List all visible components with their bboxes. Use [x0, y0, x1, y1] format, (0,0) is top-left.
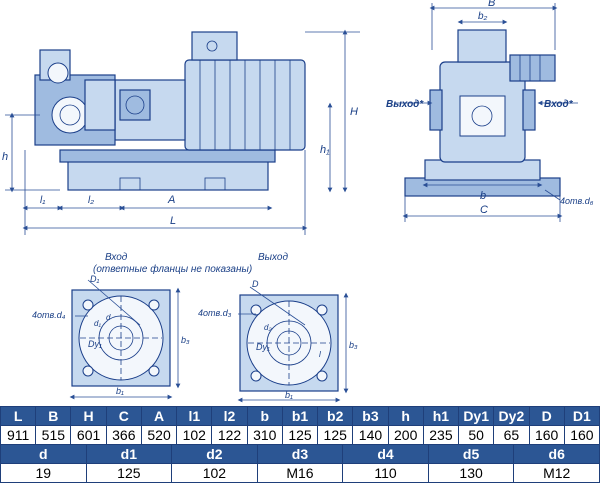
table1-header-cell: H: [70, 406, 107, 426]
table1-header-cell: D1: [563, 406, 600, 426]
label-d2: d₂: [264, 323, 272, 332]
table1-value-cell: 65: [493, 425, 530, 445]
table1-header-cell: b: [246, 406, 283, 426]
table2-header-cell: d: [0, 444, 87, 464]
table1-header-cell: D: [528, 406, 565, 426]
table1-header-cell: b1: [281, 406, 319, 426]
table1-value-cell: 601: [70, 425, 107, 445]
label-l1: l₁: [40, 195, 45, 206]
inlet-flange-view: Вход (ответные фланцы не показаны) D₁ 4о…: [32, 252, 252, 400]
outlet-flange-view: Выход D 4отв.d₃ Dy₁ d₂ l b₃ b₁: [198, 252, 358, 403]
label-d: d: [106, 313, 111, 322]
label-B: B: [488, 0, 495, 9]
table1-header-cell: h1: [422, 406, 460, 426]
table2-value-cell: M16: [256, 463, 344, 483]
side-view: H h₁ h l₁ l₂ A L: [2, 29, 360, 235]
label-h: h: [2, 151, 8, 163]
table2-value-cell: 19: [0, 463, 87, 483]
label-Dy1: Dy₁: [88, 339, 102, 349]
table2-header-cell: d2: [171, 444, 258, 464]
label-b: b: [480, 190, 486, 202]
table1-value-cell: 50: [458, 425, 495, 445]
label-h1: h₁: [320, 144, 330, 156]
table1-value-cell: 366: [105, 425, 142, 445]
table1-header-cell: l2: [211, 406, 248, 426]
label-l2: l₂: [88, 195, 94, 206]
table1-header-cell: b2: [317, 406, 354, 426]
table1-header-cell: Dy1: [458, 406, 495, 426]
label-H: H: [350, 106, 358, 118]
table2-value-cell: 110: [342, 463, 429, 483]
label-b2: b₂: [478, 11, 488, 22]
label-holes-d6: 4отв.d₆: [560, 196, 594, 206]
table1-value-cell: 520: [140, 425, 178, 445]
label-holes-d3: 4отв.d₃: [198, 308, 232, 318]
table1-header-cell: A: [140, 406, 178, 426]
table1-header-cell: Dy2: [493, 406, 530, 426]
label-C: C: [480, 204, 488, 216]
table1-value-cell: 515: [35, 425, 72, 445]
table1-value-cell: 125: [281, 425, 319, 445]
table1-value-cell: 122: [211, 425, 248, 445]
table2-header-cell: d6: [513, 444, 600, 464]
label-Dy2: Dy₁: [256, 342, 270, 352]
label-b1-outlet: b₁: [285, 390, 293, 400]
pump-assembly-drawing: H h₁ h l₁ l₂ A L: [2, 0, 594, 403]
table1-header-cell: l1: [176, 406, 213, 426]
label-D1: D₁: [90, 274, 99, 284]
inlet-flange-subtitle: (ответные фланцы не показаны): [93, 263, 252, 275]
outlet-label: Выход*: [386, 99, 424, 110]
outlet-flange-title: Выход: [258, 252, 288, 263]
inlet-flange-title: Вход: [105, 252, 128, 263]
label-holes-d4: 4отв.d₄: [32, 310, 66, 320]
table1-value-cell: 911: [0, 425, 37, 445]
label-d1: d₁: [94, 319, 101, 328]
front-view: B b₂ Выход* Вход* b C 4отв.d₆: [386, 0, 594, 222]
table2-header-cell: d1: [85, 444, 173, 464]
table2-value-cell: 130: [427, 463, 515, 483]
table1-header-cell: C: [105, 406, 142, 426]
table1-value-cell: 125: [317, 425, 354, 445]
table2-value-cell: M12: [513, 463, 600, 483]
label-L: L: [170, 215, 176, 227]
table1-value-cell: 160: [563, 425, 600, 445]
inlet-label: Вход*: [544, 99, 574, 110]
table2-header-cell: d4: [342, 444, 429, 464]
label-A: A: [167, 194, 175, 206]
table1-value-cell: 310: [246, 425, 283, 445]
table2-header-cell: d5: [427, 444, 515, 464]
table2-value-cell: 102: [171, 463, 258, 483]
table1-value-cell: 235: [422, 425, 460, 445]
table1-header-cell: L: [0, 406, 37, 426]
table2-header-cell: d3: [256, 444, 344, 464]
table1-header-cell: b3: [352, 406, 389, 426]
label-b3-outlet: b₃: [349, 340, 358, 350]
label-b1-inlet: b₁: [116, 386, 124, 396]
table2-value-cell: 125: [85, 463, 173, 483]
table1-header-cell: h: [387, 406, 424, 426]
table1-value-cell: 160: [528, 425, 565, 445]
table1-header-cell: B: [35, 406, 72, 426]
table1-value-cell: 102: [176, 425, 213, 445]
label-l-outlet: l: [319, 350, 321, 359]
table1-value-cell: 140: [352, 425, 389, 445]
table1-value-cell: 200: [387, 425, 424, 445]
label-b3-inlet: b₃: [181, 335, 190, 345]
label-D: D: [252, 279, 259, 289]
